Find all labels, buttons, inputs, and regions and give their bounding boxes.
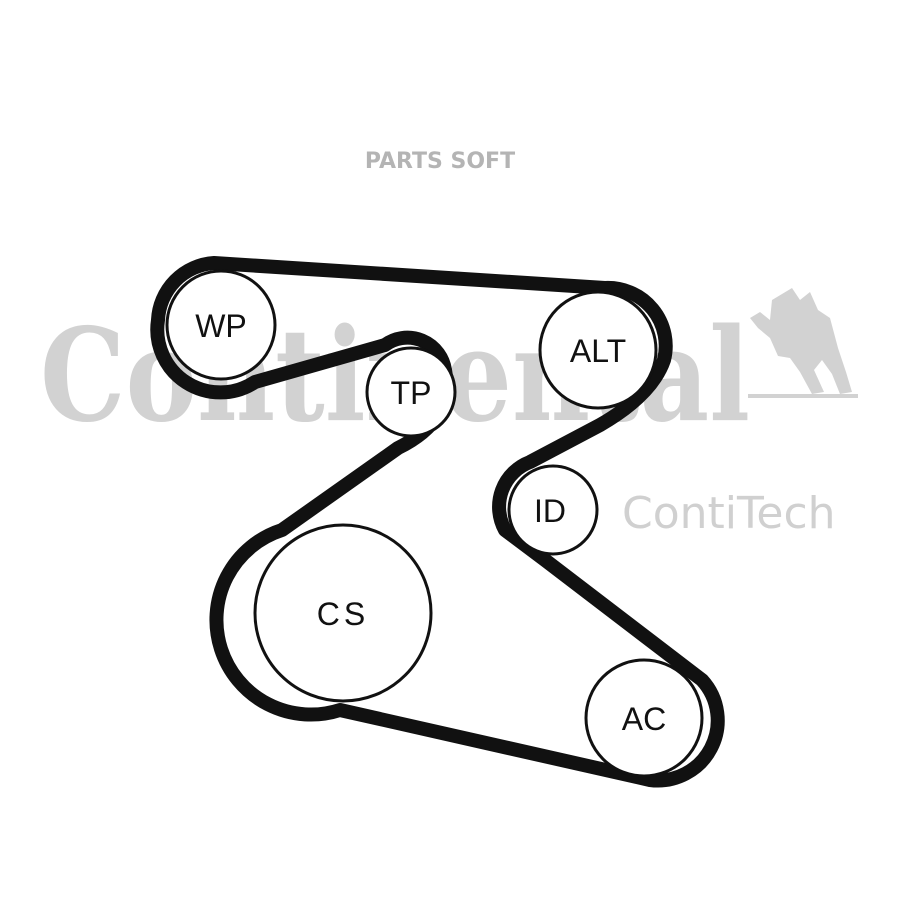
pulley-id-circle bbox=[507, 464, 599, 556]
pulley-alt-label: ALT bbox=[570, 333, 626, 369]
pulley-wp-label: WP bbox=[195, 308, 247, 344]
pulley-ac: AC bbox=[584, 658, 704, 778]
pulley-cs-label: CS bbox=[317, 596, 369, 632]
pulley-wp: WP bbox=[165, 269, 277, 381]
pulley-tp-label: TP bbox=[391, 375, 432, 411]
pulley-ac-label: AC bbox=[622, 701, 666, 737]
pulley-ac-circle bbox=[584, 658, 704, 778]
horse-icon bbox=[748, 288, 858, 398]
pulley-cs: CS bbox=[253, 523, 433, 703]
pulley-id: ID bbox=[507, 464, 599, 556]
contitech-logo-text: ContiTech bbox=[622, 488, 836, 539]
watermark-text: PARTS SOFT bbox=[365, 149, 515, 174]
pulley-tp-circle bbox=[365, 346, 457, 438]
pulley-wp-circle bbox=[165, 269, 277, 381]
pulley-tp: TP bbox=[365, 346, 457, 438]
pulley-cs-circle bbox=[253, 523, 433, 703]
pulley-alt: ALT bbox=[538, 290, 658, 410]
pulley-alt-circle bbox=[538, 290, 658, 410]
serpentine-belt bbox=[150, 256, 725, 788]
pulley-id-label: ID bbox=[534, 493, 566, 529]
